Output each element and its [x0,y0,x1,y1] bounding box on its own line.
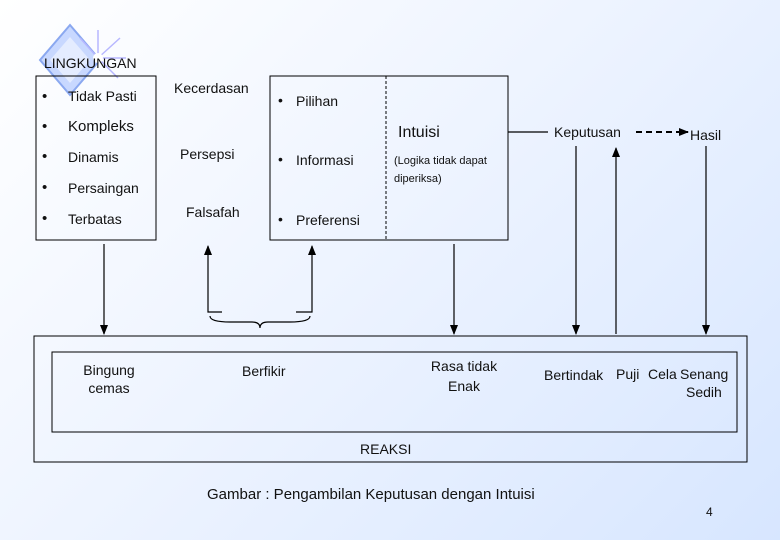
lingkungan-item: Persaingan [68,180,139,196]
berfikir-label: Berfikir [242,363,286,379]
preferensi-label: Preferensi [296,212,360,228]
informasi-label: Informasi [296,152,354,168]
keputusan-label: Keputusan [554,124,621,140]
puji-label: Puji [616,366,640,382]
enak-label: Enak [448,378,480,394]
lingkungan-item: Dinamis [68,149,119,165]
rasa-tidak-label: Rasa tidak [430,358,498,374]
intuisi-title: Intuisi [398,124,440,141]
pilihan-label: Pilihan [296,93,339,109]
bullet: • [42,118,48,135]
reaksi-label: REAKSI [360,441,412,457]
intuisi-note-line2: diperiksa) [394,173,442,185]
bullet: • [278,92,283,108]
bullet: • [42,148,48,165]
bullet: • [42,210,48,227]
bullet: • [278,211,283,227]
page-number: 4 [706,505,713,519]
bullet: • [42,88,48,105]
hasil-label: Hasil [690,127,722,143]
reaksi-inner-box [51,351,738,433]
intuisi-note-line1: (Logika tidak dapat [394,155,487,167]
lingkungan-title: LINGKUNGAN [44,55,137,71]
kecerdasan-label: Kecerdasan [174,80,249,96]
options-box [269,75,509,241]
reaksi-outer-box [33,335,748,463]
lingkungan-item: Tidak Pasti [68,88,137,104]
bullet: • [278,151,283,167]
cemas-label: cemas [88,380,130,396]
sedih-label: Sedih [686,384,722,400]
figure-caption: Gambar : Pengambilan Keputusan dengan In… [207,486,535,503]
arrow-right-up [296,245,316,313]
senang-label: Senang [680,366,729,382]
cela-label: Cela [648,366,677,382]
arrow-left-up [204,245,222,313]
bullet: • [42,179,48,196]
lingkungan-item: Terbatas [68,211,122,227]
bertindak-label: Bertindak [544,367,604,383]
falsafah-label: Falsafah [186,204,240,220]
persepsi-label: Persepsi [180,146,235,162]
lingkungan-item: Kompleks [68,118,134,135]
bingung-label: Bingung [83,362,135,378]
lingkungan-box [35,75,157,241]
star-logo-icon [38,23,126,97]
brace [209,315,311,329]
